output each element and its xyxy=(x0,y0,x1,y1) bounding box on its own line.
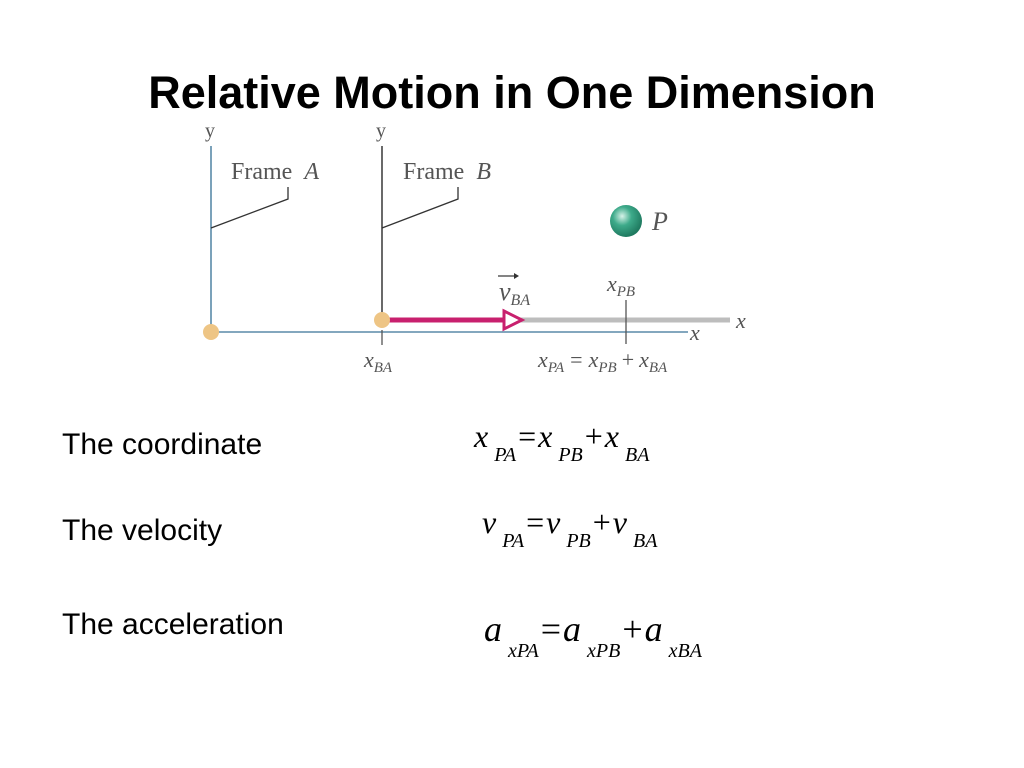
eq-subscript: PB xyxy=(558,444,583,466)
eq-term: x xyxy=(604,418,619,454)
eq-term: x xyxy=(538,418,553,454)
coordinate-equation: xPA=xPB+xBA xyxy=(474,418,649,465)
eq-operator: = xyxy=(526,504,545,540)
row-label-coordinate: The coordinate xyxy=(62,428,263,461)
frame-a-label: Frame A xyxy=(231,159,319,185)
eq-term: v xyxy=(612,504,627,540)
velocity-arrow-head xyxy=(502,308,526,332)
eq-operator: + xyxy=(592,504,611,540)
eq-term: a xyxy=(644,609,663,649)
eq-subscript: PB xyxy=(566,530,591,552)
eq-operator: = xyxy=(518,418,537,454)
eq-term: a xyxy=(484,609,502,649)
eq-subscript: xBA xyxy=(668,640,702,662)
eq-subscript: PA xyxy=(502,530,525,552)
eq-subscript: BA xyxy=(633,530,658,552)
frame-a-origin-dot xyxy=(203,324,219,340)
particle-label: P xyxy=(651,207,668,236)
tick-ba-label: xBA xyxy=(363,347,393,376)
eq-subscript: PA xyxy=(494,444,517,466)
frame-b-y-label: y xyxy=(376,120,386,142)
eq-operator: = xyxy=(540,609,562,649)
eq-operator: + xyxy=(622,609,643,649)
particle-ball xyxy=(610,205,642,237)
velocity-vector-arrow-tip xyxy=(514,273,519,279)
velocity-label: vBA xyxy=(499,277,530,309)
frame-b-label: Frame B xyxy=(403,159,491,185)
eq-subscript: xPB xyxy=(587,640,621,662)
acceleration-equation: axPA=axPB+axBA xyxy=(484,609,702,661)
frame-b-leader xyxy=(381,187,459,229)
eq-subscript: BA xyxy=(625,444,650,466)
frame-b-origin-dot xyxy=(374,312,390,328)
frame-a-y-label: y xyxy=(205,120,215,142)
eq-subscript: xPA xyxy=(508,640,539,662)
row-label-velocity: The velocity xyxy=(62,514,223,547)
eq-operator: + xyxy=(584,418,603,454)
frame-a-leader xyxy=(210,187,289,229)
slide-title: Relative Motion in One Dimension xyxy=(148,67,876,118)
eq-term: v xyxy=(482,504,497,540)
tick-pb-label: xPB xyxy=(606,271,635,300)
diagram-relation: xPA=xPB+xBA xyxy=(537,347,668,376)
row-label-acceleration: The acceleration xyxy=(62,608,284,641)
frame-b-x-label: x xyxy=(735,308,746,333)
eq-term: a xyxy=(563,609,582,649)
velocity-equation: vPA=vPB+vBA xyxy=(482,504,657,551)
frame-a-x-label: x xyxy=(689,320,700,345)
eq-term: v xyxy=(546,504,561,540)
eq-term: x xyxy=(474,418,489,454)
